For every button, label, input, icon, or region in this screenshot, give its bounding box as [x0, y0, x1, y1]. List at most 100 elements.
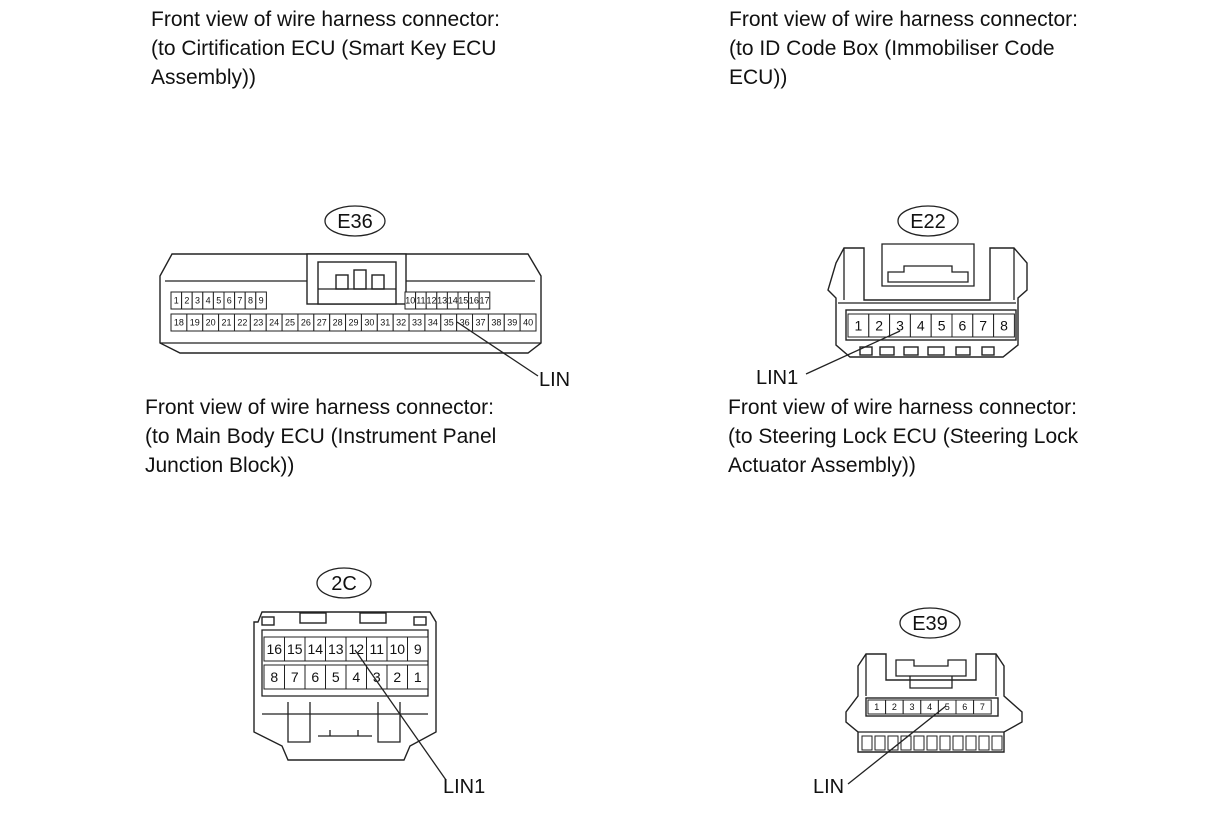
pin-number: 19	[190, 318, 200, 328]
pin-number: 24	[269, 318, 279, 328]
pin-number: 28	[333, 318, 343, 328]
connector-code: E36	[337, 211, 373, 233]
housing-rib	[861, 735, 873, 751]
pin-number: 7	[237, 296, 242, 306]
caption-line: (to ID Code Box (Immobiliser Code	[729, 37, 1055, 60]
pin-number: 13	[437, 296, 447, 306]
caption-line: (to Main Body ECU (Instrument Panel	[145, 425, 497, 448]
pin-number: 17	[479, 296, 489, 306]
pin-number: 8	[1000, 318, 1008, 334]
housing-rib	[874, 735, 886, 751]
housing-rib	[991, 735, 1003, 751]
pin-number: 18	[174, 318, 184, 328]
caption-line: Junction Block))	[145, 454, 295, 477]
caption-line: Front view of wire harness connector:	[151, 8, 500, 31]
caption-line: Front view of wire harness connector:	[729, 8, 1078, 31]
pin-number: 11	[369, 641, 384, 657]
pin-cell	[973, 699, 992, 715]
connector-code-oval	[897, 205, 959, 237]
housing-rib	[978, 735, 990, 751]
pin-number: 27	[317, 318, 327, 328]
pin-number: 13	[328, 641, 344, 657]
callout-label: LIN1	[443, 776, 485, 798]
pin-number: 14	[307, 641, 323, 657]
caption-line: Assembly))	[151, 66, 257, 89]
caption-line: Front view of wire harness connector:	[145, 396, 494, 419]
pin-number: 1	[855, 318, 863, 334]
pin-number: 5	[216, 296, 221, 306]
pin-number: 14	[448, 296, 458, 306]
pin-number: 34	[428, 318, 438, 328]
caption-e36: Front view of wire harness connector: (t…	[151, 5, 500, 92]
pin-number: 1	[874, 702, 879, 712]
pin-number: 10	[389, 641, 405, 657]
pin-number: 12	[348, 641, 364, 657]
callout-leader	[354, 649, 447, 781]
housing-rib	[887, 735, 899, 751]
pin-number: 15	[458, 296, 468, 306]
pin-number: 6	[227, 296, 232, 306]
pin-number: 16	[469, 296, 479, 306]
pin-number: 7	[291, 669, 299, 685]
callout-label: LIN	[813, 776, 844, 798]
pin-cell	[407, 636, 429, 662]
callout-leader	[847, 705, 947, 785]
caption-line: Actuator Assembly))	[728, 454, 916, 477]
pin-number: 3	[373, 669, 381, 685]
callout-label: LIN1	[756, 367, 798, 389]
pin-number: 5	[945, 702, 950, 712]
pin-number: 15	[287, 641, 303, 657]
pin-cell	[407, 664, 429, 690]
pin-number: 1	[414, 669, 422, 685]
pin-number: 6	[311, 669, 319, 685]
callout-leader	[805, 330, 901, 375]
housing-rib	[913, 735, 925, 751]
housing-rib	[952, 735, 964, 751]
pin-number: 2	[892, 702, 897, 712]
pin-number: 9	[414, 641, 422, 657]
pin-number: 2	[393, 669, 401, 685]
pin-number: 6	[959, 318, 967, 334]
pin-number: 8	[248, 296, 253, 306]
caption-2c: Front view of wire harness connector: (t…	[145, 393, 496, 480]
pin-number: 40	[523, 318, 533, 328]
pin-cell	[255, 291, 267, 310]
pin-number: 5	[938, 318, 946, 334]
pin-number: 4	[927, 702, 932, 712]
pin-number: 5	[332, 669, 340, 685]
pin-number: 11	[416, 296, 425, 306]
connector-code: E39	[912, 613, 948, 635]
pin-number: 38	[491, 318, 501, 328]
pin-number: 21	[222, 318, 232, 328]
pin-cell	[519, 313, 537, 332]
pin-number: 10	[405, 296, 415, 306]
connector-code-oval	[324, 205, 386, 237]
connector-code: E22	[910, 211, 946, 233]
caption-line: Front view of wire harness connector:	[728, 396, 1077, 419]
pin-number: 23	[253, 318, 263, 328]
pin-cell	[993, 313, 1015, 338]
caption-e22: Front view of wire harness connector: (t…	[729, 5, 1078, 92]
pin-number: 4	[917, 318, 925, 334]
connector-code-oval	[316, 567, 372, 599]
pin-number: 3	[195, 296, 200, 306]
connector-code: 2C	[331, 573, 357, 595]
caption-line: (to Cirtification ECU (Smart Key ECU	[151, 37, 497, 60]
pin-number: 37	[475, 318, 485, 328]
pin-number: 29	[348, 318, 358, 328]
pin-number: 1	[174, 296, 179, 306]
pin-number: 2	[184, 296, 189, 306]
pin-number: 16	[266, 641, 282, 657]
pin-number: 20	[206, 318, 216, 328]
